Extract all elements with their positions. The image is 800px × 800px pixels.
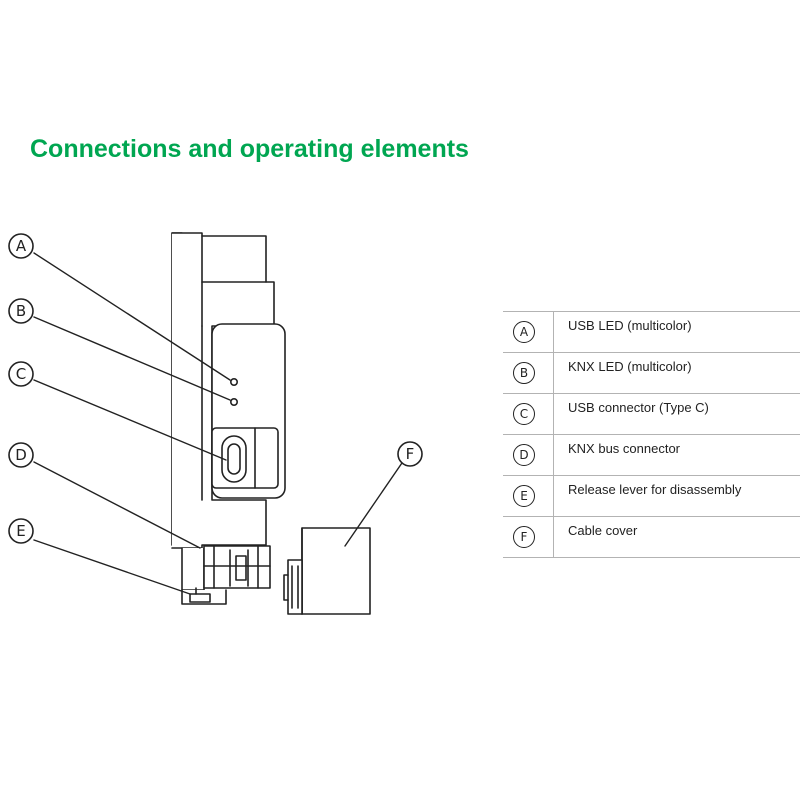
legend-text: KNX bus connector xyxy=(568,441,681,456)
legend-letter: D xyxy=(513,444,535,466)
svg-text:B: B xyxy=(16,302,26,320)
legend-row: D KNX bus connector xyxy=(503,434,800,476)
callout-c: C xyxy=(8,361,34,387)
legend-letter: E xyxy=(513,485,535,507)
legend-text: KNX LED (multicolor) xyxy=(568,359,692,374)
legend-row: B KNX LED (multicolor) xyxy=(503,352,800,394)
svg-text:A: A xyxy=(16,237,27,255)
legend-letter: A xyxy=(513,321,535,343)
legend-letter: B xyxy=(513,362,535,384)
callout-f: F xyxy=(397,441,423,467)
callout-d: D xyxy=(8,442,34,468)
legend-row: E Release lever for disassembly xyxy=(503,475,800,517)
svg-text:F: F xyxy=(406,445,415,463)
legend-row: F Cable cover xyxy=(503,516,800,558)
callout-b: B xyxy=(8,298,34,324)
knx-led xyxy=(230,397,239,406)
callouts: A B C D E F xyxy=(8,233,423,544)
legend-text: USB connector (Type C) xyxy=(568,400,709,415)
callout-a: A xyxy=(8,233,34,259)
release-lever xyxy=(181,587,227,605)
legend-letter: F xyxy=(513,526,535,548)
legend-text: Cable cover xyxy=(568,523,638,538)
legend-row: A USB LED (multicolor) xyxy=(503,311,800,353)
legend-table: A USB LED (multicolor) B KNX LED (multic… xyxy=(503,311,800,558)
svg-text:E: E xyxy=(16,522,25,540)
cable-cover xyxy=(283,527,371,615)
legend-text: USB LED (multicolor) xyxy=(568,318,692,333)
leader-lines xyxy=(33,252,405,595)
legend-letter: C xyxy=(513,403,535,425)
usb-led xyxy=(230,377,239,386)
knx-bus-connector xyxy=(203,545,271,589)
svg-text:C: C xyxy=(16,365,26,383)
svg-text:D: D xyxy=(15,446,27,464)
legend-row: C USB connector (Type C) xyxy=(503,393,800,435)
device-body xyxy=(171,232,275,591)
callout-e: E xyxy=(8,518,34,544)
legend-text: Release lever for disassembly xyxy=(568,482,742,497)
usb-connector xyxy=(211,427,279,489)
page-title: Connections and operating elements xyxy=(30,135,469,163)
